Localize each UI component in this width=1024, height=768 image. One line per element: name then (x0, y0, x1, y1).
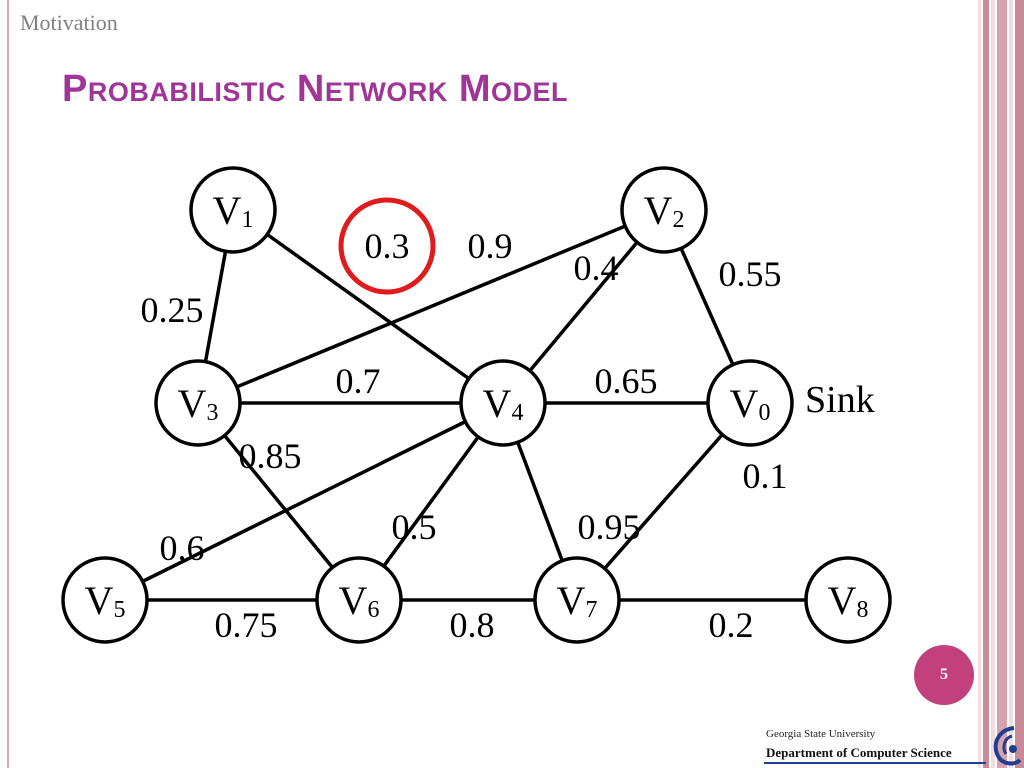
university-name: Georgia State University (766, 728, 876, 740)
node-label: V2 (644, 188, 685, 234)
edge-label-v3-v6: 0.85 (239, 436, 302, 476)
edge-label-v3-v2: 0.9 (468, 226, 513, 266)
node-circle (154, 359, 242, 447)
node-circle (61, 556, 149, 644)
sink-label: Sink (805, 379, 875, 421)
node-label: V4 (483, 381, 524, 427)
right-stripes-decoration (978, 0, 1024, 768)
edge-label-v4-v2: 0.4 (574, 248, 619, 288)
node-v7: V7 (533, 556, 621, 644)
edge-label-v1-v4: 0.3 (365, 226, 410, 266)
edge-v5-v4 (104, 401, 504, 602)
edge-label-v2-v0: 0.55 (719, 254, 782, 294)
section-label: Motivation (20, 10, 118, 35)
node-label: V3 (178, 381, 219, 427)
node-v3: V3 (154, 359, 242, 447)
node-label: V6 (339, 578, 380, 624)
node-circle (620, 166, 708, 254)
node-v8: V8 (804, 556, 892, 644)
edge-label-v4-v0: 0.65 (595, 361, 658, 401)
edge-v3-v2 (197, 208, 665, 405)
node-label: V0 (730, 381, 771, 427)
node-v5: V5 (61, 556, 149, 644)
node-v4: V4 (459, 359, 547, 447)
node-v6: V6 (315, 556, 403, 644)
node-circle (706, 359, 794, 447)
edge-v1-v4 (231, 208, 505, 405)
footer-divider (764, 762, 986, 764)
node-circle (533, 556, 621, 644)
department-name: Department of Computer Science (766, 745, 952, 760)
slide-title: Probabilistic Network Model (62, 68, 569, 110)
node-circle (459, 359, 547, 447)
node-label: V5 (85, 578, 126, 624)
edge-label-v7-v8: 0.2 (709, 605, 754, 645)
left-border-rule (7, 0, 9, 768)
node-label: V7 (557, 578, 598, 624)
node-v2: V2 (620, 166, 708, 254)
node-v1: V1 (189, 166, 277, 254)
edge-label-v6-v4: 0.5 (392, 507, 437, 547)
edge-label-v5-v4: 0.6 (160, 528, 205, 568)
edge-label-v5-v6: 0.75 (215, 605, 278, 645)
university-seal-icon (993, 726, 1022, 766)
node-label: V1 (213, 188, 254, 234)
edge-label-v6-v7: 0.8 (450, 605, 495, 645)
highlight-circle (338, 197, 436, 295)
edge-label-v3-v4: 0.7 (336, 361, 381, 401)
node-circle (189, 166, 277, 254)
node-circle (804, 556, 892, 644)
node-label: V8 (828, 578, 869, 624)
node-v0: V0 (706, 359, 794, 447)
edge-labels-layer: 0.25 0.3 0.9 0.4 0.55 0.7 0.65 0.85 0.6 0.5 0.95 0.… (141, 197, 788, 645)
edge-label-v0-v7: 0.1 (743, 456, 788, 496)
node-circle (315, 556, 403, 644)
footer-logo: Georgia State University Department of C… (760, 722, 1024, 768)
edge-label-v1-v3: 0.25 (141, 290, 204, 330)
page-number-badge: 5 (914, 645, 974, 705)
edge-label-v4-v7: 0.95 (578, 507, 641, 547)
